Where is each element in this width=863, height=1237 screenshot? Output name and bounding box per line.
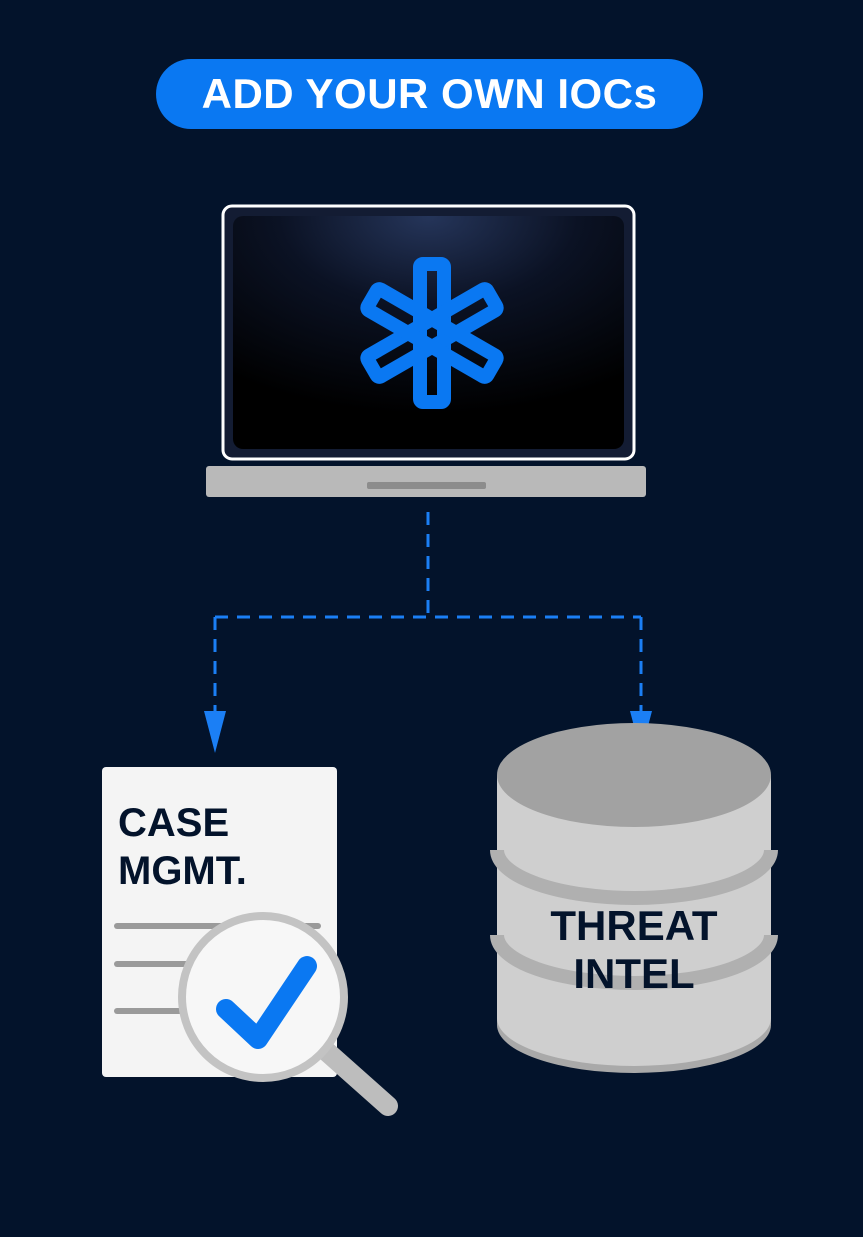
checkmark-icon [216,956,317,1049]
database-icon [490,723,778,1073]
threat-intel-node: THREAT INTEL [490,723,778,1073]
title-banner: ADD YOUR OWN IOCs [156,59,703,129]
case-label-line1: CASE [118,801,229,845]
threat-label-line1: THREAT [550,902,718,949]
case-label-line2: MGMT. [118,849,247,893]
arrowhead-left-icon [204,711,226,753]
laptop-screen [233,216,624,449]
laptop-base [206,466,646,497]
threat-label-line2: INTEL [573,950,694,997]
laptop-base-groove [367,482,486,489]
database-top [497,723,771,827]
connector-lines [213,512,643,715]
magnifier-checkmark-icon [178,912,398,1116]
star-of-life-logo-icon [360,257,504,409]
laptop [206,204,646,497]
title-text: ADD YOUR OWN IOCs [201,70,658,117]
case-management-node: CASE MGMT. [102,767,398,1116]
